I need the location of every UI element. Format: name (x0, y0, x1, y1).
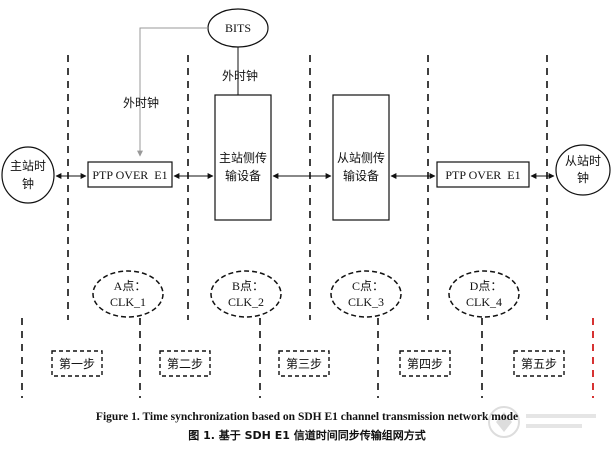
slave-sdh-box (332, 94, 390, 221)
master-sdh-line1: 主站侧传 (219, 150, 267, 165)
point-b: B点： CLK_2 (210, 270, 282, 318)
step-4: 第四步 (399, 350, 451, 377)
point-a-line1: A点： (114, 279, 147, 293)
slave-clock-node (555, 144, 611, 196)
point-b-line1: B点： (232, 279, 264, 293)
point-a-line2: CLK_1 (110, 295, 146, 309)
dividers (21, 55, 594, 398)
point-c-line1: C点： (352, 279, 384, 293)
master-clock-line1: 主站时 (10, 159, 46, 173)
caption-english: Figure 1. Time synchronization based on … (95, 411, 519, 423)
step-5-label: 第五步 (521, 357, 557, 371)
slave-sdh-line1: 从站侧传 (337, 150, 385, 165)
point-b-line2: CLK_2 (228, 295, 264, 309)
point-d-line2: CLK_4 (466, 295, 502, 309)
master-sdh-box (214, 94, 272, 221)
master-sdh-line2: 输设备 (225, 168, 261, 183)
watermark-logo (488, 406, 596, 438)
caption-chinese: 图 1. 基于 SDH E1 信道时间同步传输组网方式 (188, 429, 426, 442)
ext-clock-left-label: 外时钟 (123, 95, 159, 110)
step-2: 第二步 (159, 350, 211, 377)
point-c-line2: CLK_3 (348, 295, 384, 309)
ptp-right-box (436, 161, 530, 188)
bits-label: BITS (225, 21, 251, 35)
slave-clock-line1: 从站时 (565, 154, 601, 168)
step-5: 第五步 (513, 350, 565, 377)
step-1: 第一步 (51, 350, 103, 377)
point-d: D点： CLK_4 (448, 270, 520, 318)
ext-clock-top-label: 外时钟 (222, 68, 258, 83)
step-1-label: 第一步 (59, 357, 95, 371)
step-2-label: 第二步 (167, 357, 203, 371)
ptp-right-label: PTP OVER E1 (445, 168, 520, 182)
step-3: 第三步 (278, 350, 330, 377)
point-d-line1: D点： (470, 279, 503, 293)
slave-sdh-line2: 输设备 (343, 168, 379, 183)
point-c: C点： CLK_3 (330, 270, 402, 318)
master-clock-node (1, 146, 55, 204)
ptp-left-box (87, 161, 173, 188)
ptp-left-label: PTP OVER E1 (92, 168, 167, 182)
step-4-label: 第四步 (407, 357, 443, 371)
point-a: A点： CLK_1 (92, 270, 164, 318)
master-clock-line2: 钟 (22, 176, 34, 191)
slave-clock-line2: 钟 (577, 170, 589, 185)
ext-clock-line-left (137, 27, 208, 157)
step-3-label: 第三步 (286, 357, 322, 371)
